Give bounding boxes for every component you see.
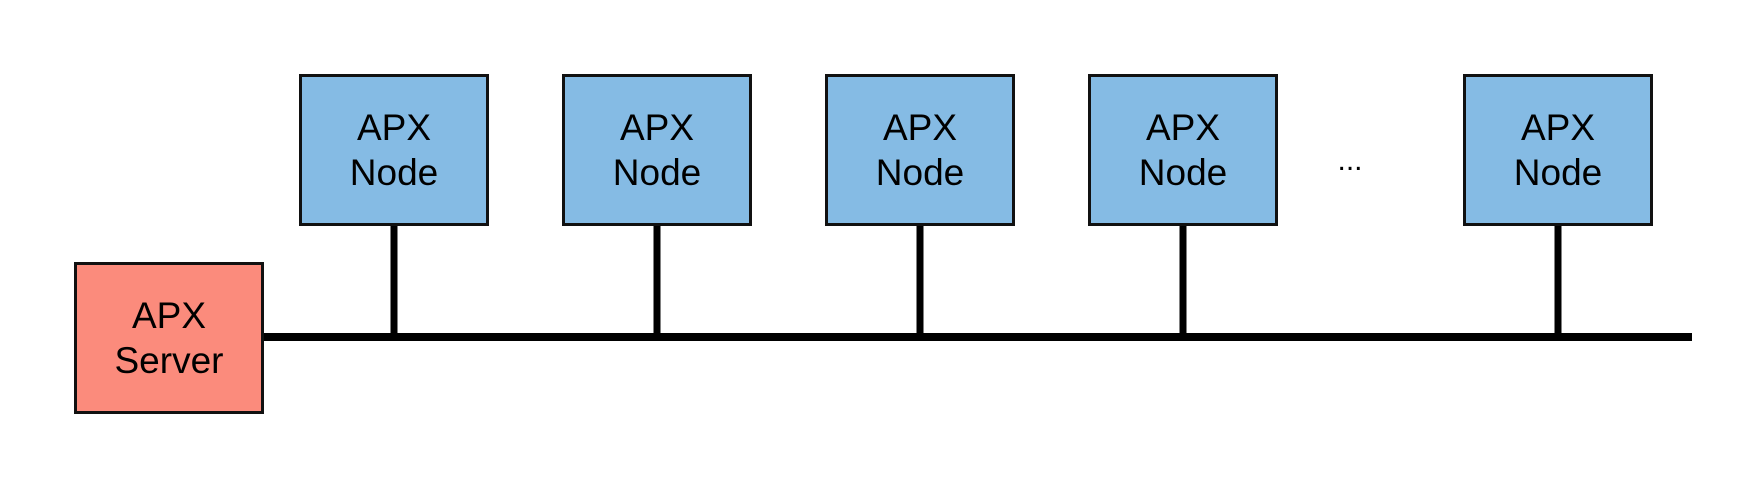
server-label-line1: APX <box>131 295 207 336</box>
node-label-line2: Node <box>612 152 702 193</box>
node-label-line2: Node <box>1513 152 1603 193</box>
node-label-line2: Node <box>875 152 965 193</box>
apx-server-box: APX Server <box>74 262 264 414</box>
apx-node-box: APX Node <box>562 74 752 226</box>
apx-node-box: APX Node <box>299 74 489 226</box>
node-label-line2: Node <box>349 152 439 193</box>
node-label-line1: APX <box>1145 107 1221 148</box>
node-label-line1: APX <box>356 107 432 148</box>
node-label-line1: APX <box>882 107 958 148</box>
apx-node-box: APX Node <box>825 74 1015 226</box>
node-label-line1: APX <box>1520 107 1596 148</box>
more-nodes-ellipsis: ... <box>1337 144 1363 177</box>
apx-node-box: APX Node <box>1463 74 1653 226</box>
node-label-line2: Node <box>1138 152 1228 193</box>
server-label-line2: Server <box>114 340 224 381</box>
node-label-line1: APX <box>619 107 695 148</box>
apx-node-box: APX Node <box>1088 74 1278 226</box>
